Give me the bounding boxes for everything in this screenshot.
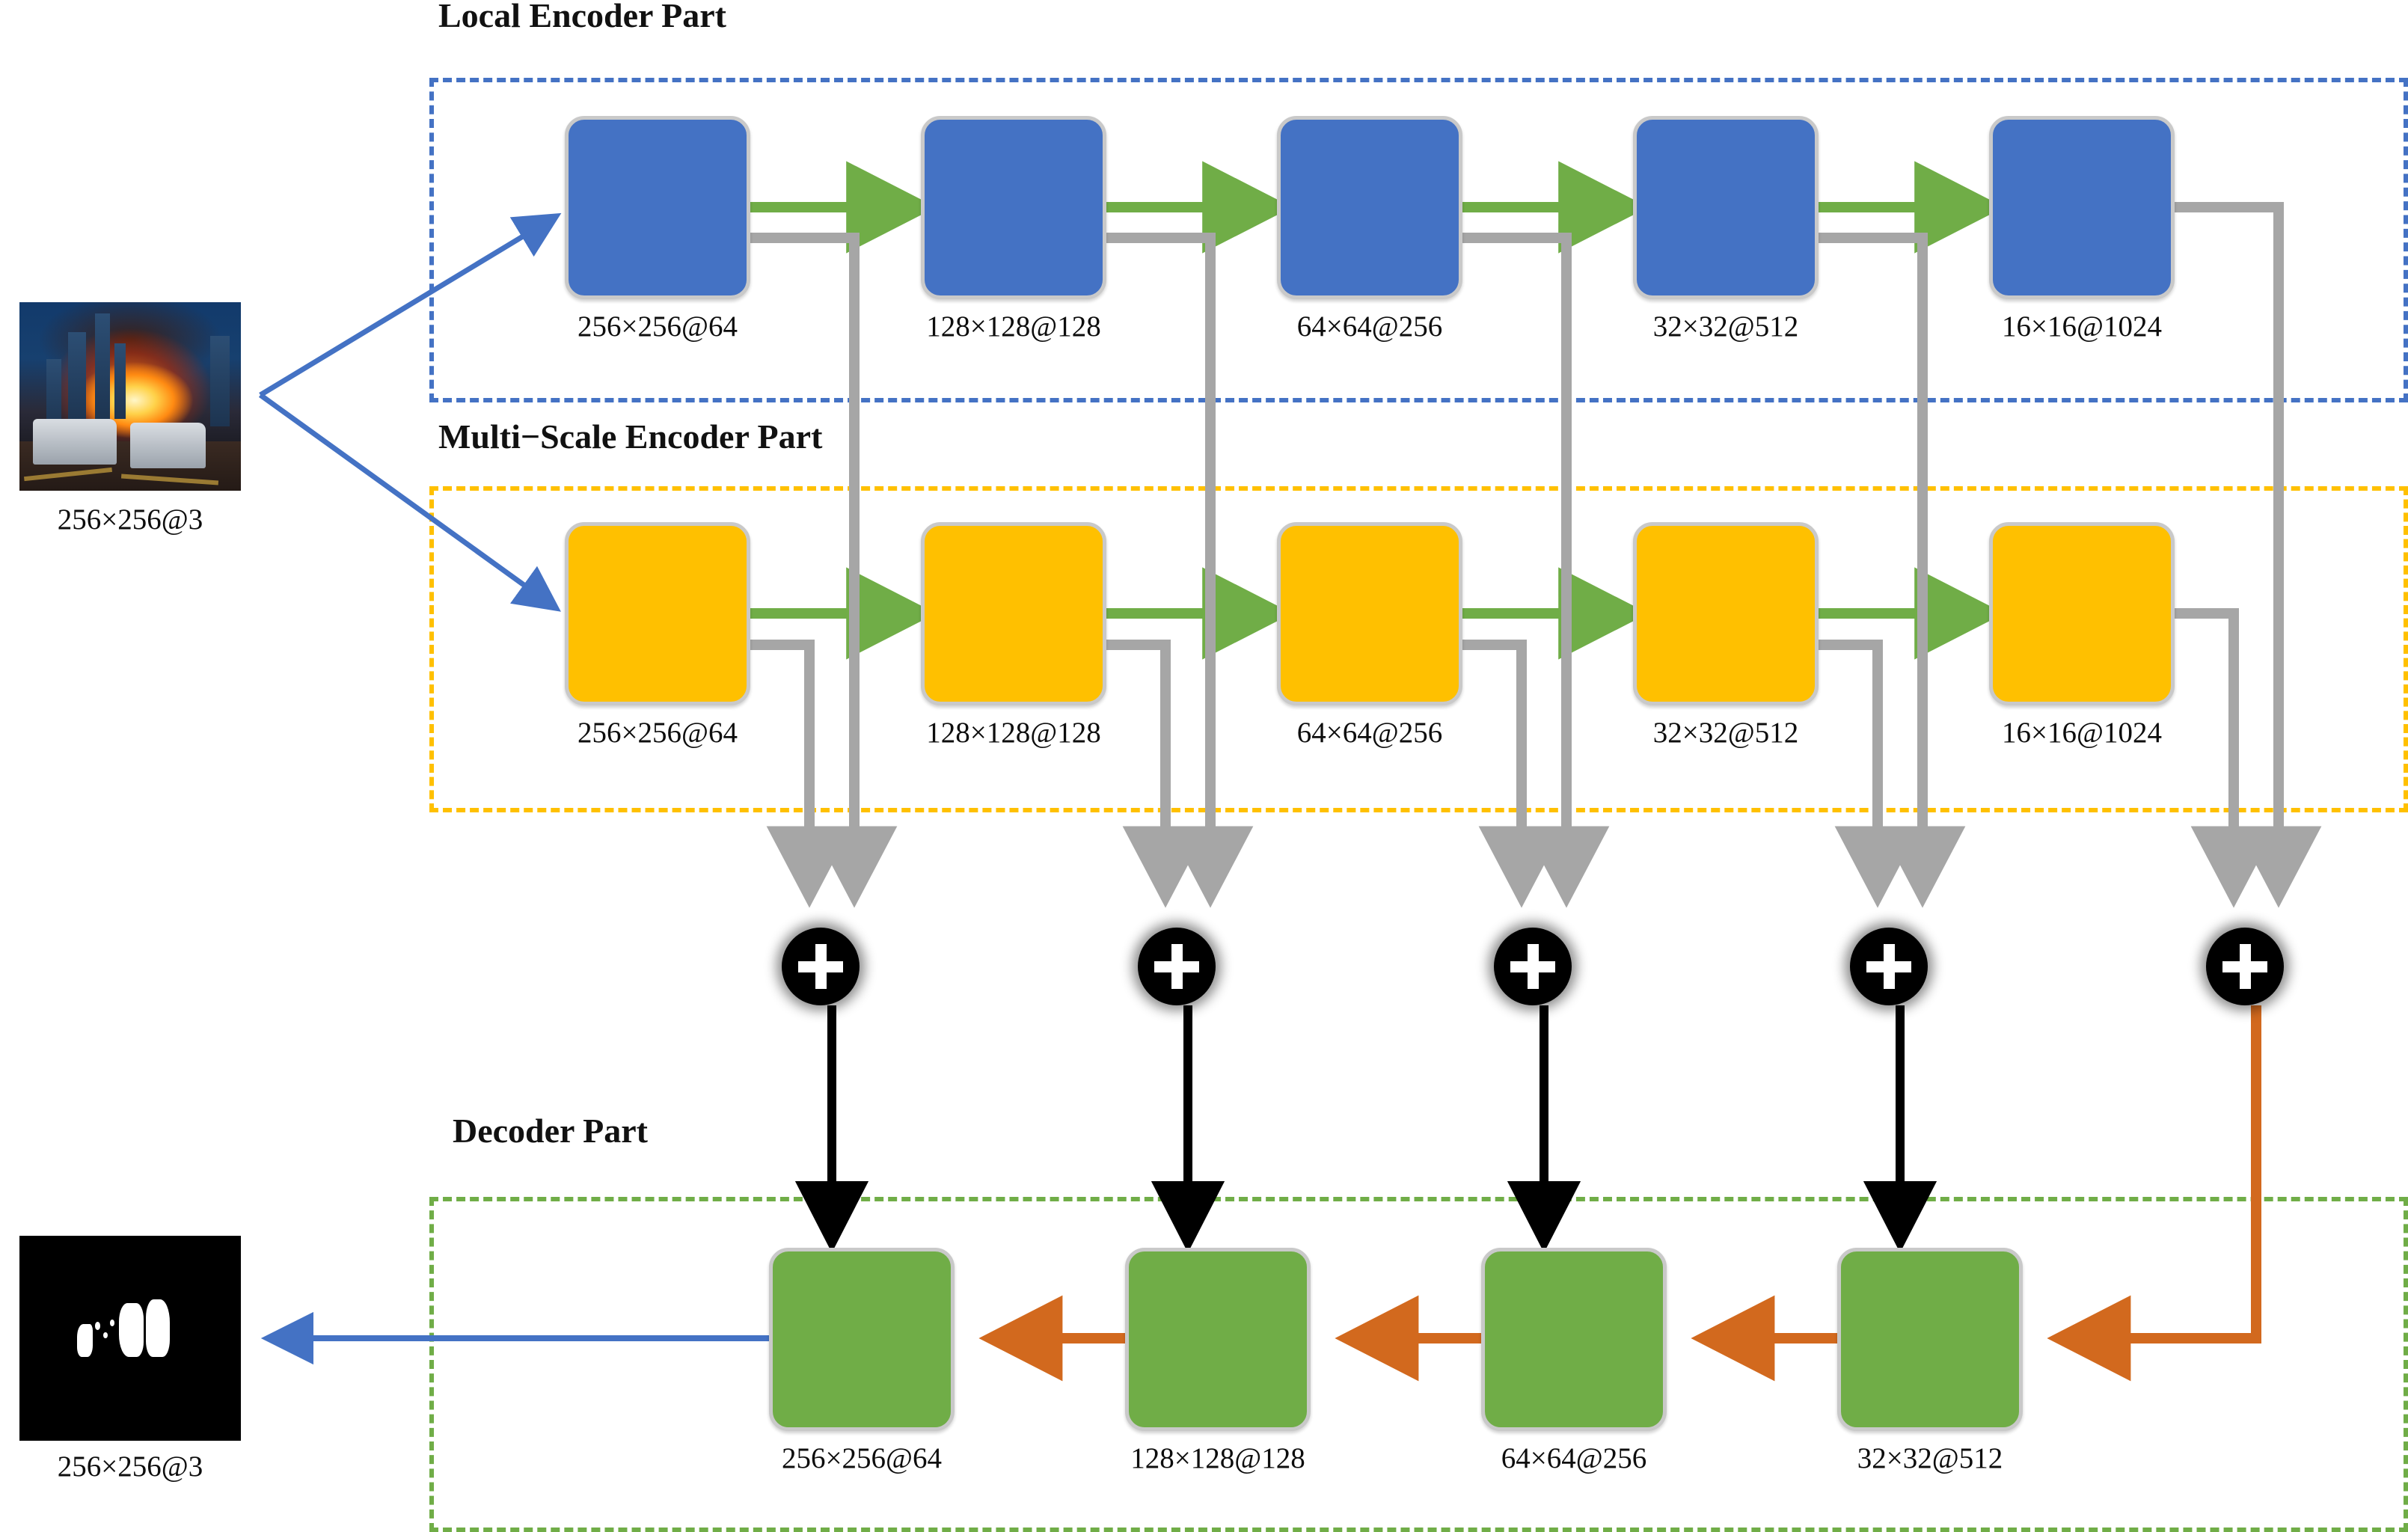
input-image-caption: 256×256@3 — [57, 503, 203, 536]
fusion-add-3[interactable] — [1494, 928, 1572, 1005]
section-title-local-encoder: Local Encoder Part — [438, 0, 726, 34]
multiscale-encoder-block-2[interactable] — [921, 522, 1106, 705]
local-encoder-block-1[interactable] — [565, 116, 750, 299]
decoder-label-2: 128×128@128 — [1130, 1442, 1305, 1474]
fusion-add-1[interactable] — [782, 928, 860, 1005]
local-encoder-label-2: 128×128@128 — [926, 310, 1101, 343]
decoder-block-1[interactable] — [769, 1248, 955, 1431]
local-encoder-block-4[interactable] — [1633, 116, 1819, 299]
local-encoder-block-5[interactable] — [1989, 116, 2175, 299]
multiscale-encoder-label-4: 32×32@512 — [1652, 717, 1799, 749]
local-encoder-label-3: 64×64@256 — [1296, 310, 1443, 343]
fusion-add-4[interactable] — [1850, 928, 1928, 1005]
local-encoder-label-5: 16×16@1024 — [2002, 310, 2162, 343]
multiscale-encoder-label-1: 256×256@64 — [578, 717, 738, 749]
group-box-decoder — [429, 1197, 2408, 1532]
decoder-block-2[interactable] — [1125, 1248, 1311, 1431]
multiscale-encoder-label-2: 128×128@128 — [926, 717, 1101, 749]
local-encoder-label-1: 256×256@64 — [578, 310, 738, 343]
decoder-block-4[interactable] — [1837, 1248, 2023, 1431]
local-encoder-label-4: 32×32@512 — [1652, 310, 1799, 343]
decoder-label-3: 64×64@256 — [1501, 1442, 1647, 1474]
fusion-add-5[interactable] — [2206, 928, 2284, 1005]
decoder-block-3[interactable] — [1481, 1248, 1667, 1431]
multiscale-encoder-label-3: 64×64@256 — [1296, 717, 1443, 749]
decoder-label-4: 32×32@512 — [1857, 1442, 2003, 1474]
local-encoder-block-3[interactable] — [1277, 116, 1462, 299]
local-encoder-block-2[interactable] — [921, 116, 1106, 299]
multiscale-encoder-block-4[interactable] — [1633, 522, 1819, 705]
output-mask-caption: 256×256@3 — [57, 1450, 203, 1483]
group-box-multiscale-encoder — [429, 486, 2408, 812]
section-title-decoder: Decoder Part — [453, 1112, 648, 1150]
fusion-add-2[interactable] — [1138, 928, 1216, 1005]
multiscale-encoder-block-1[interactable] — [565, 522, 750, 705]
multiscale-encoder-label-5: 16×16@1024 — [2002, 717, 2162, 749]
section-title-multiscale-encoder: Multi−Scale Encoder Part — [438, 417, 823, 456]
multiscale-encoder-block-3[interactable] — [1277, 522, 1462, 705]
multiscale-encoder-block-5[interactable] — [1989, 522, 2175, 705]
input-image — [19, 302, 241, 491]
output-mask-image — [19, 1236, 241, 1441]
decoder-label-1: 256×256@64 — [782, 1442, 942, 1474]
